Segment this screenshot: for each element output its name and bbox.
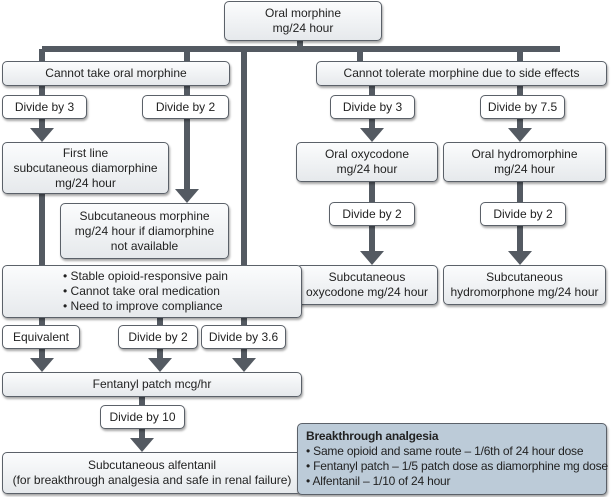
label: • Cannot take oral medication [63, 284, 220, 298]
label: Subcutaneous [328, 270, 406, 284]
label: (for breakthrough analgesia and safe in … [12, 473, 292, 487]
label: Divide by 3 [14, 99, 75, 114]
arrowhead-icon [360, 251, 384, 265]
divide-2-fentanyl-node: Divide by 2 [118, 325, 198, 349]
label: Oral hydromorphine [471, 147, 578, 161]
label: mg/24 hour [55, 175, 116, 190]
divide-3-left-node: Divide by 3 [2, 95, 87, 119]
breakthrough-item: • Same opioid and same route – 1/6th of … [306, 444, 584, 458]
label: not available [110, 238, 179, 253]
label: Divide by 2 [493, 206, 553, 221]
arrowhead-icon [508, 128, 532, 142]
label: Oral morphine [264, 6, 342, 20]
label: Fentanyl patch mcg/hr [92, 377, 212, 391]
label: Equivalent [12, 329, 70, 344]
divide-10-node: Divide by 10 [100, 405, 185, 429]
label: Divide by 2 [128, 329, 188, 344]
label: Divide by 3.6 [208, 329, 279, 344]
breakthrough-item: • Fentanyl patch – 1/5 patch dose as dia… [306, 459, 608, 473]
label: First line [62, 145, 109, 160]
label: Divide by 2 [155, 99, 216, 114]
label: Cannot take oral morphine [45, 66, 187, 80]
label: Subcutaneous [486, 270, 563, 284]
arrowhead-icon [360, 128, 384, 142]
cannot-tolerate-node: Cannot tolerate morphine due to side eff… [316, 61, 607, 86]
stable-pain-node: • Stable opioid-responsive pain• Cannot … [2, 265, 302, 318]
label: subcutaneous diamorphine [13, 160, 158, 175]
arrowhead-icon [175, 189, 199, 203]
alfentanil-node: Subcutaneous alfentanil(for breakthrough… [2, 452, 302, 494]
arrowhead-icon [148, 358, 172, 372]
arrowhead-icon [30, 128, 54, 142]
divide-2-oxy-node: Divide by 2 [329, 202, 415, 226]
label: hydromorphone mg/24 hour [450, 285, 599, 299]
divide-2-left-node: Divide by 2 [142, 95, 229, 119]
label: mg/24 hour [272, 21, 334, 35]
arrowhead-icon [30, 358, 54, 372]
breakthrough-title: Breakthrough analgesia [306, 429, 439, 443]
label: mg/24 hour if diamorphine [74, 223, 215, 238]
label: Subcutaneous alfentanil [87, 458, 217, 472]
divide-3-right-node: Divide by 3 [330, 95, 415, 119]
arrowhead-icon [130, 438, 154, 452]
breakthrough-analgesia-box: Breakthrough analgesia • Same opioid and… [297, 423, 608, 495]
label: Subcutaneous morphine [79, 208, 210, 223]
label: Divide by 2 [342, 206, 402, 221]
arrowhead-icon [508, 251, 532, 265]
label: Divide by 10 [109, 409, 176, 424]
breakthrough-item: • Alfentanil – 1/10 of 24 hour [306, 474, 451, 488]
label: mg/24 hour [494, 162, 555, 176]
label: • Need to improve compliance [63, 299, 223, 313]
divide-7-5-node: Divide by 7.5 [480, 95, 565, 119]
label: • Stable opioid-responsive pain [63, 269, 228, 283]
label: Cannot tolerate morphine due to side eff… [343, 66, 580, 80]
cannot-take-oral-node: Cannot take oral morphine [2, 61, 230, 86]
label: Divide by 7.5 [487, 99, 558, 114]
label: Oral oxycodone [324, 147, 410, 161]
label: oxycodone mg/24 hour [305, 285, 429, 299]
fentanyl-node: Fentanyl patch mcg/hr [2, 372, 302, 397]
equivalent-node: Equivalent [2, 325, 80, 349]
label: Divide by 3 [342, 99, 403, 114]
divide-3-6-node: Divide by 3.6 [201, 325, 286, 349]
label: mg/24 hour [336, 162, 398, 176]
arrowhead-icon [232, 358, 256, 372]
divide-2-hydro-node: Divide by 2 [480, 202, 566, 226]
